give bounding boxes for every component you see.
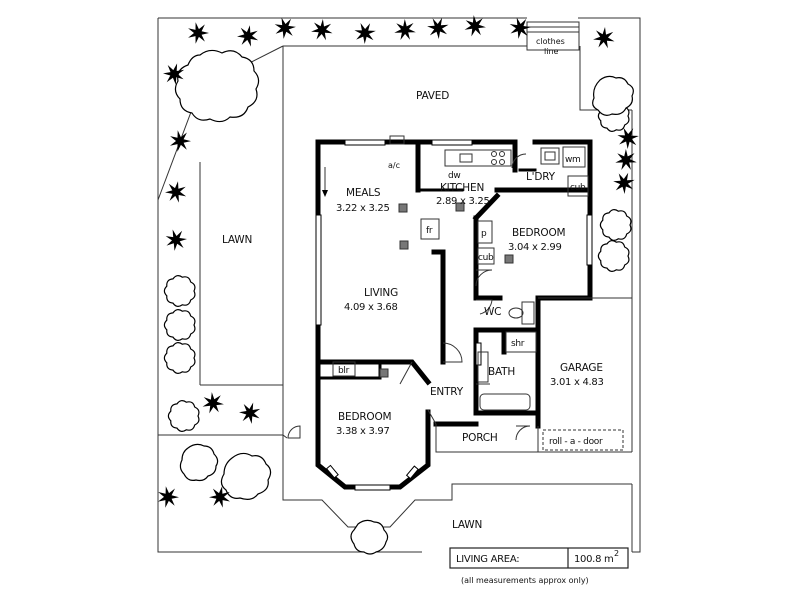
meals-size: 3.22 x 3.25: [336, 203, 390, 214]
roll-a-door-label: roll - a - door: [549, 437, 603, 447]
fixture-labels: a/c dw wm cub fr p cub shr blr: [338, 155, 586, 376]
shrub: [311, 19, 333, 41]
bedroom2-name: BEDROOM: [512, 227, 566, 239]
clothes-line: clothes line: [526, 21, 580, 56]
blr-label: blr: [338, 366, 350, 376]
bedroom1-name: BEDROOM: [338, 411, 392, 423]
shrub: [613, 172, 635, 194]
shrub: [237, 25, 259, 47]
clothes-line-label-1: clothes: [536, 37, 565, 46]
living-area-value: 100.8 m: [574, 554, 613, 565]
shrub: [394, 19, 416, 40]
shrub: [427, 17, 449, 39]
shrub: [274, 17, 296, 39]
bedroom1-size: 3.38 x 3.97: [336, 426, 390, 437]
fixtures: [332, 135, 624, 451]
lawn-bottom-label: LAWN: [452, 519, 482, 531]
shrubs: [158, 15, 639, 508]
shrub: [170, 130, 191, 152]
shrub: [165, 229, 187, 251]
cub-bed-label: cub: [478, 253, 494, 263]
shrub: [158, 486, 179, 508]
p-label: p: [481, 229, 487, 239]
bush-bottom-bay: [350, 519, 389, 555]
shrub: [615, 149, 637, 170]
shrub: [165, 181, 187, 203]
shrub: [239, 402, 261, 424]
fr-label: fr: [426, 226, 433, 236]
round-bush: [163, 342, 196, 374]
kitchen-size: 2.89 x 3.25: [436, 196, 490, 207]
wm-label: wm: [565, 155, 581, 165]
shrub: [163, 63, 185, 85]
wc-name: WC: [484, 306, 501, 318]
shrub: [202, 392, 224, 414]
dw-label: dw: [448, 171, 460, 181]
room-labels: PAVED LAWN LAWN MEALS 3.22 x 3.25 KITCHE…: [222, 90, 604, 531]
shrub: [354, 23, 376, 44]
living-area-label: LIVING AREA:: [456, 554, 519, 565]
kitchen-name: KITCHEN: [440, 182, 484, 194]
round-bush: [167, 400, 200, 432]
garage-name: GARAGE: [560, 362, 603, 374]
laundry-name: L'DRY: [526, 171, 556, 183]
clothes-line-label-2: line: [544, 47, 559, 56]
cub-laundry-label: cub: [570, 183, 586, 193]
trees: [163, 49, 634, 555]
bedroom2-size: 3.04 x 2.99: [508, 242, 562, 253]
living-area-box: LIVING AREA: 100.8 m 2 (all measurements…: [449, 547, 629, 585]
measurement-note: (all measurements approx only): [461, 576, 589, 585]
doors: [322, 153, 531, 441]
shrub: [464, 15, 486, 37]
bush-bottom-large: [220, 452, 272, 500]
shrub: [617, 127, 639, 149]
shrub: [188, 22, 209, 44]
paved-label: PAVED: [416, 90, 449, 102]
round-bush: [597, 240, 630, 272]
shrub: [593, 27, 615, 49]
porch: [435, 424, 539, 453]
large-tree: [174, 49, 260, 123]
porch-label: PORCH: [462, 432, 498, 444]
shrub: [209, 486, 230, 508]
living-name: LIVING: [364, 287, 398, 299]
property-boundary: [157, 17, 641, 553]
living-size: 4.09 x 3.68: [344, 302, 398, 313]
meals-name: MEALS: [346, 187, 381, 199]
entry-label: ENTRY: [430, 386, 464, 398]
shrub: [509, 17, 531, 39]
round-bush: [163, 309, 196, 341]
interior-walls: [316, 168, 537, 380]
ac-label: a/c: [388, 161, 400, 170]
bush-bottom-small: [179, 443, 219, 482]
living-area-unit-superscript: 2: [614, 549, 619, 558]
garage-size: 3.01 x 4.83: [550, 377, 604, 388]
shr-label: shr: [511, 339, 525, 349]
bath-name: BATH: [488, 366, 515, 378]
round-bush: [599, 209, 632, 241]
round-bush: [163, 275, 196, 307]
lawn-left-label: LAWN: [222, 234, 252, 246]
bush-right-top: [592, 75, 634, 116]
